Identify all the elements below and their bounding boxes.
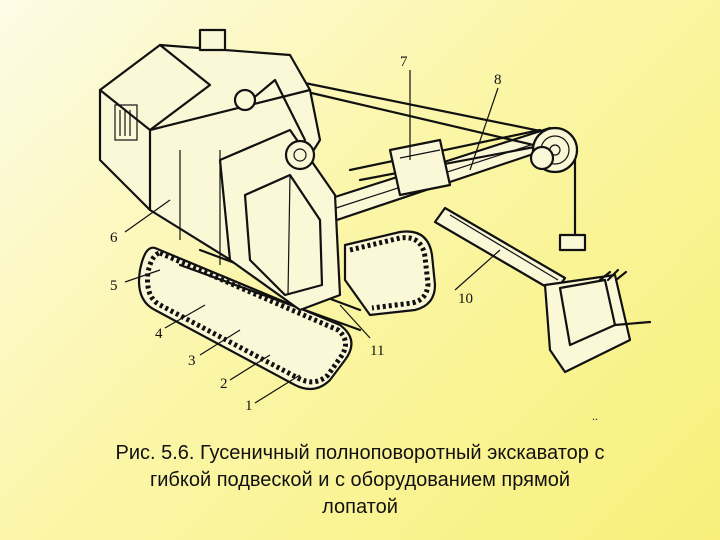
- boom-head-sheave: [529, 126, 579, 174]
- shovel-bucket: [543, 268, 652, 374]
- excavator-drawing: 1 2 3 4 5 6 7 8 10 11 ..: [60, 10, 660, 430]
- rear-crawler-track: [137, 246, 353, 391]
- label-7: 7: [400, 54, 408, 70]
- operator-cab: [218, 128, 342, 312]
- excavator-svg: 1 2 3 4 5 6 7 8 10 11 ..: [98, 28, 652, 423]
- label-2: 2: [220, 376, 228, 392]
- label-1: 1: [245, 398, 253, 414]
- label-4: 4: [155, 326, 163, 342]
- label-8: 8: [494, 72, 502, 88]
- hoist-rope: [558, 158, 587, 252]
- caption-line-1: Рис. 5.6. Гусеничный полноповоротный экс…: [115, 442, 605, 464]
- figure-caption: Рис. 5.6. Гусеничный полноповоротный экс…: [40, 440, 680, 521]
- front-crawler-track: [343, 230, 437, 317]
- label-6: 6: [110, 230, 118, 246]
- caption-line-2: гибкой подвеской и с оборудованием прямо…: [149, 469, 571, 491]
- a-frame-mast: [233, 78, 316, 171]
- label-3: 3: [188, 353, 196, 369]
- leader-lines: [124, 70, 501, 404]
- corner-mark: ..: [592, 409, 598, 423]
- label-11: 11: [370, 343, 384, 359]
- label-10: 10: [458, 291, 473, 307]
- winch: [388, 138, 452, 197]
- label-5: 5: [110, 278, 118, 294]
- caption-line-3: лопатой: [322, 496, 398, 518]
